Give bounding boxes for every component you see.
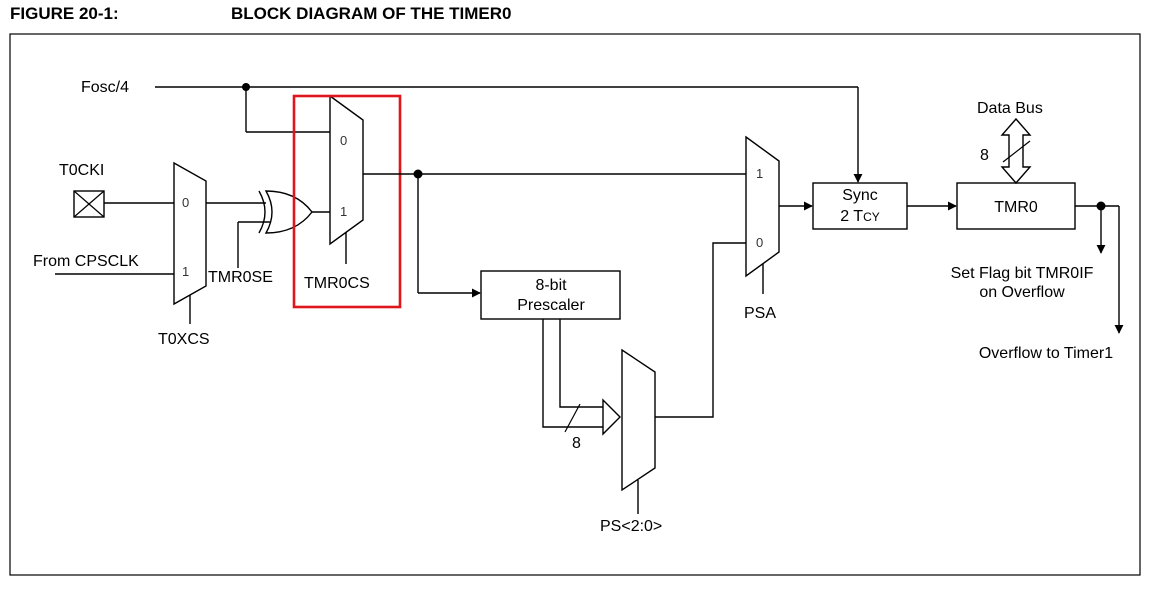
ps-mux-output-wire xyxy=(655,242,746,418)
sync-block xyxy=(812,182,908,230)
tmr0cs-highlight-box xyxy=(292,94,402,309)
sync-label-2-main: 2 T xyxy=(840,208,863,225)
psa-mux-0: 0 xyxy=(756,235,763,250)
ps-mux xyxy=(621,348,656,492)
data-bus-arrow xyxy=(1000,117,1032,185)
prescaler-label-2: Prescaler xyxy=(517,297,585,314)
set-flag-label-1: Set Flag bit TMR0IF xyxy=(951,265,1094,282)
data-bus-width: 8 xyxy=(980,147,989,164)
input-mux xyxy=(173,161,207,306)
set-flag-label-2: on Overflow xyxy=(979,284,1065,301)
prescaler-bus-width: 8 xyxy=(572,435,581,452)
clock-line xyxy=(363,169,746,298)
sync-label-2-sub: CY xyxy=(863,210,880,224)
prescaler-block xyxy=(480,270,621,320)
tmr0cs-mux xyxy=(329,94,364,246)
data-bus-label: Data Bus xyxy=(977,100,1043,117)
fosc-label: Fosc/4 xyxy=(81,79,129,96)
sync-label-2: 2 TCY xyxy=(840,208,880,225)
psa-label: PSA xyxy=(744,305,776,322)
figure-title: BLOCK DIAGRAM OF THE TIMER0 xyxy=(231,4,512,23)
ps-label: PS<2:0> xyxy=(600,518,662,535)
overflow-label: Overflow to Timer1 xyxy=(979,345,1113,362)
tmr0cs-mux-1: 1 xyxy=(340,204,347,219)
t0cki-label: T0CKI xyxy=(59,162,104,179)
t0cki-pin-icon xyxy=(73,190,105,218)
sync-label-1: Sync xyxy=(842,187,878,204)
tmr0se-label: TMR0SE xyxy=(208,269,273,286)
tmr0cs-label: TMR0CS xyxy=(304,275,370,292)
psa-mux xyxy=(745,135,780,278)
figure-number: FIGURE 20-1: xyxy=(10,4,119,23)
xor-gate xyxy=(258,190,313,234)
prescaler-bus-arrow xyxy=(542,319,621,436)
input-mux-0: 0 xyxy=(182,195,189,210)
fosc-line xyxy=(155,83,863,183)
t0xcs-label: T0XCS xyxy=(158,331,210,348)
figure-frame xyxy=(9,33,1141,576)
tmr0-label: TMR0 xyxy=(994,199,1038,216)
cpsclk-label: From CPSCLK xyxy=(33,253,139,270)
tmr0cs-mux-0: 0 xyxy=(340,133,347,148)
psa-mux-1: 1 xyxy=(756,166,763,181)
input-mux-1: 1 xyxy=(182,264,189,279)
overflow-wires xyxy=(1075,201,1124,334)
prescaler-label-1: 8-bit xyxy=(535,277,567,294)
